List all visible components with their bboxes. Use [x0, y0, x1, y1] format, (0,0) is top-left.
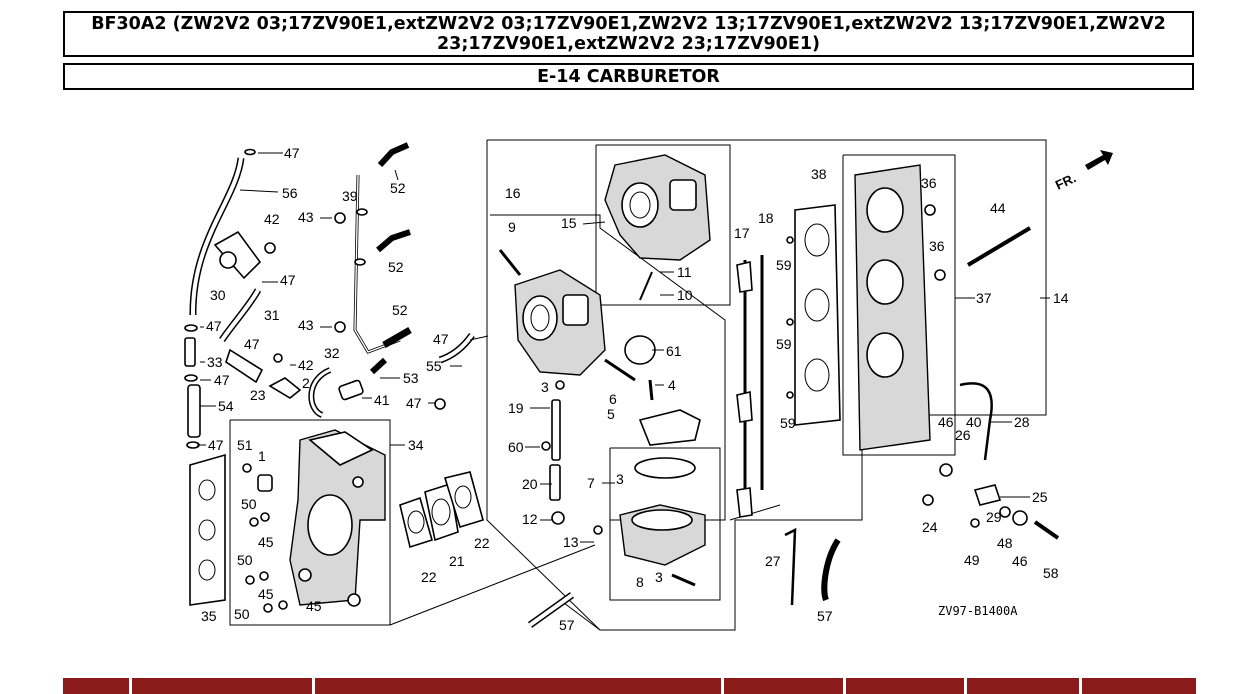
- callout-label: 38: [811, 166, 827, 182]
- callout-label: 21: [449, 553, 465, 569]
- callout-label: 24: [922, 519, 938, 535]
- callout-label: 42: [264, 211, 280, 227]
- callout-label: 47: [284, 145, 300, 161]
- callout-label: 14: [1053, 290, 1069, 306]
- callout-label: 41: [374, 392, 390, 408]
- callout-label: 26: [955, 427, 971, 443]
- callout-label: 59: [776, 257, 792, 273]
- callout-label: 3: [655, 569, 663, 585]
- callout-label: 47: [280, 272, 296, 288]
- callout-label: 28: [1014, 414, 1030, 430]
- table-header-cell: [964, 678, 1079, 694]
- callout-label: 8: [636, 574, 644, 590]
- callout-label: 39: [342, 188, 358, 204]
- callout-label: 50: [241, 496, 257, 512]
- callout-label: 3: [616, 471, 624, 487]
- callout-label: 50: [234, 606, 250, 622]
- callout-label: 47: [214, 372, 230, 388]
- callout-label: 52: [390, 180, 406, 196]
- table-header-cell: [129, 678, 312, 694]
- callout-label: 46: [938, 414, 954, 430]
- callout-label: 16: [505, 185, 521, 201]
- callout-label: 48: [997, 535, 1013, 551]
- callout-label: 45: [258, 586, 274, 602]
- callout-label: 59: [780, 415, 796, 431]
- section-title: E-14 CARBURETOR: [63, 63, 1194, 90]
- callout-label: 43: [298, 209, 314, 225]
- callout-label: 37: [976, 290, 992, 306]
- callout-label: 35: [201, 608, 217, 624]
- callout-label: 47: [244, 336, 260, 352]
- callout-label: 13: [563, 534, 579, 550]
- callout-label: 2: [302, 375, 310, 391]
- callout-label: 29: [986, 509, 1002, 525]
- callout-label: 31: [264, 307, 280, 323]
- callout-label: 9: [508, 219, 516, 235]
- callout-label: 22: [421, 569, 437, 585]
- callout-label: 57: [817, 608, 833, 624]
- callout-label: 17: [734, 225, 750, 241]
- table-header-cell: [1079, 678, 1196, 694]
- table-header-cell: [843, 678, 964, 694]
- callout-label: 59: [776, 336, 792, 352]
- callout-label: 12: [522, 511, 538, 527]
- callout-label: 23: [250, 387, 266, 403]
- callout-label: 51: [237, 437, 253, 453]
- callout-label: 47: [406, 395, 422, 411]
- callout-label: 43: [298, 317, 314, 333]
- callout-label: 47: [206, 318, 222, 334]
- carburetor-exploded-diagram: 47 56 39 43 52 42 47 30 31 47 47 33 47 5…: [184, 139, 1113, 633]
- callout-label: 49: [964, 552, 980, 568]
- callout-label: 22: [474, 535, 490, 551]
- callout-label: 45: [306, 598, 322, 614]
- callout-label: 61: [666, 343, 682, 359]
- callout-label: 54: [218, 398, 234, 414]
- callout-label: 55: [426, 358, 442, 374]
- callout-label: 40: [966, 414, 982, 430]
- callout-label: 52: [388, 259, 404, 275]
- callout-label: 56: [282, 185, 298, 201]
- callout-label: 44: [990, 200, 1006, 216]
- callout-label: 4: [668, 377, 676, 393]
- callout-label: 7: [587, 475, 595, 491]
- callout-label: 11: [677, 264, 692, 280]
- callout-label: 36: [921, 175, 937, 191]
- callout-label: 6: [609, 391, 617, 407]
- callout-label: 33: [207, 354, 223, 370]
- callout-label: 58: [1043, 565, 1059, 581]
- callout-label: 1: [258, 448, 266, 464]
- drawing-code: ZV97-B1400A: [938, 604, 1018, 618]
- callout-label: 30: [210, 287, 226, 303]
- callout-label: 5: [607, 406, 615, 422]
- callout-label: 50: [237, 552, 253, 568]
- callout-label: 53: [403, 370, 419, 386]
- callout-label: 10: [677, 287, 693, 303]
- callout-label: 34: [408, 437, 424, 453]
- callout-label: 32: [324, 345, 340, 361]
- parts-table-header: [63, 678, 1196, 694]
- table-header-cell: [63, 678, 129, 694]
- callout-label: 19: [508, 400, 524, 416]
- table-header-cell: [721, 678, 843, 694]
- callout-label: 47: [208, 437, 224, 453]
- callout-label: 27: [765, 553, 781, 569]
- callout-label: 3: [541, 379, 549, 395]
- callout-label: 42: [298, 357, 314, 373]
- callout-label: 47: [433, 331, 449, 347]
- callout-label: 15: [561, 215, 577, 231]
- callout-label: 20: [522, 476, 538, 492]
- callout-label: 18: [758, 210, 774, 226]
- callout-label: 36: [929, 238, 945, 254]
- callout-label: 52: [392, 302, 408, 318]
- callout-label: 46: [1012, 553, 1028, 569]
- callout-label: 25: [1032, 489, 1048, 505]
- front-direction-label: FR.: [1053, 170, 1078, 192]
- callout-label: 45: [258, 534, 274, 550]
- callout-label: 60: [508, 439, 524, 455]
- model-title: BF30A2 (ZW2V2 03;17ZV90E1,extZW2V2 03;17…: [63, 11, 1194, 57]
- table-header-cell: [312, 678, 721, 694]
- callout-label: 57: [559, 617, 575, 633]
